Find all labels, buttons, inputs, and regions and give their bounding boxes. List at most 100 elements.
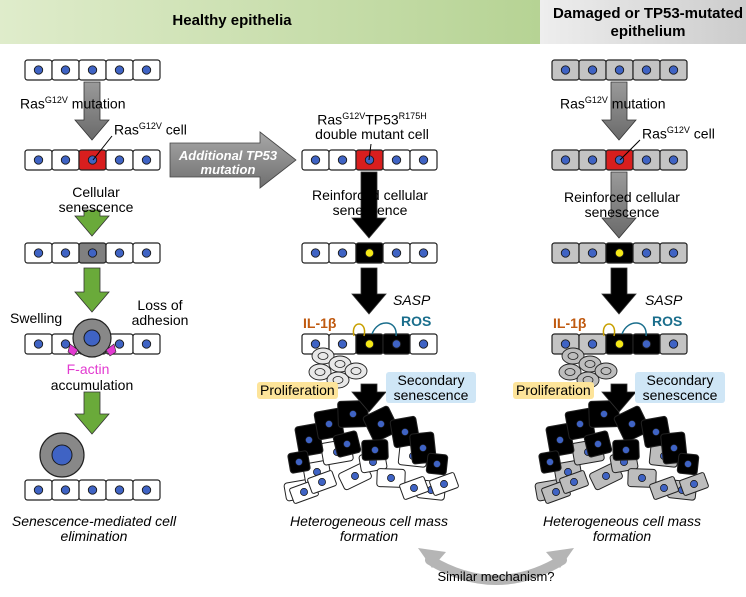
factin-left xyxy=(67,343,79,357)
cell-nucleus xyxy=(337,339,348,349)
right-ras-cell-label: RasG12V cell xyxy=(642,125,715,142)
cell-nucleus xyxy=(114,155,125,165)
cell-nucleus xyxy=(668,155,679,165)
left-row-3 xyxy=(24,242,161,264)
right-scattered-cell-nucleus xyxy=(552,488,560,496)
right-proliferating-cell-nucleus xyxy=(600,367,612,375)
cell-nucleus xyxy=(310,339,321,349)
double-mutant-pointer xyxy=(368,143,372,161)
right-arrow-3 xyxy=(601,267,637,315)
swelling-label: Swelling xyxy=(10,310,63,326)
proliferating-cell-nucleus xyxy=(314,368,326,376)
right-proliferating-cell-nucleus xyxy=(584,360,596,368)
middle-ros-label: ROS xyxy=(401,313,432,329)
mass-cell-nucleus xyxy=(343,440,351,448)
scattered-cell-nucleus xyxy=(410,484,418,492)
cell-nucleus xyxy=(614,248,625,258)
cell-nucleus xyxy=(33,155,44,165)
cell-nucleus xyxy=(641,339,652,349)
cell-nucleus xyxy=(310,248,321,258)
cell-nucleus xyxy=(60,485,71,495)
middle-proliferation-label: Proliferation xyxy=(257,382,338,399)
right-arrow-1 xyxy=(601,81,637,141)
right-il1b-label: IL-1β xyxy=(553,315,587,331)
mass-cell-nucleus xyxy=(556,436,564,444)
left-arrow-2 xyxy=(74,209,110,237)
middle-arrow-1 xyxy=(351,171,387,239)
cell-nucleus xyxy=(587,248,598,258)
mass-cell-nucleus xyxy=(325,420,333,428)
cell-nucleus xyxy=(310,155,321,165)
scattered-cell-nucleus xyxy=(318,478,326,486)
ros-curve xyxy=(371,322,397,337)
additional-tp53-label: Additional TP53 mutation xyxy=(178,148,278,177)
header-band-healthy xyxy=(0,0,540,44)
cell-nucleus xyxy=(60,155,71,165)
mass-cell-nucleus xyxy=(600,410,608,418)
il1b-curve xyxy=(352,323,366,337)
left-arrow-4 xyxy=(74,391,110,435)
right-ros-curve xyxy=(621,322,647,337)
cell-nucleus xyxy=(33,485,44,495)
cellular-senescence-label: Cellular senescence xyxy=(58,184,134,215)
factin-right xyxy=(105,343,117,357)
cell-nucleus xyxy=(33,248,44,258)
mass-cell-nucleus xyxy=(546,458,554,466)
cell-nucleus xyxy=(641,155,652,165)
cell-nucleus xyxy=(641,65,652,75)
cell-nucleus xyxy=(337,248,348,258)
right-scattered-cell-nucleus xyxy=(690,480,698,488)
scattered-cell-nucleus xyxy=(440,480,448,488)
middle-reinforced-label: Reinforced cellular senescence xyxy=(312,187,428,218)
left-arrow-1 xyxy=(74,81,110,141)
middle-cell-mass xyxy=(283,400,449,502)
left-row-5 xyxy=(24,479,161,501)
right-ras-cell-pointer xyxy=(619,139,641,161)
cell-nucleus xyxy=(364,339,375,349)
cell-nucleus xyxy=(587,155,598,165)
mass-cell-nucleus xyxy=(305,436,313,444)
cell-nucleus xyxy=(114,65,125,75)
mass-cell-nucleus xyxy=(433,460,441,468)
cell-nucleus xyxy=(641,248,652,258)
cell-nucleus xyxy=(114,485,125,495)
cell-nucleus xyxy=(587,339,598,349)
similar-arrowhead-right xyxy=(546,548,574,568)
left-ras-mutation-label: RasG12V mutation xyxy=(20,95,126,112)
loss-of-adhesion-label: Loss of adhesion xyxy=(131,297,189,328)
right-reinforced-label: Reinforced cellular senescence xyxy=(564,189,680,220)
left-row-1 xyxy=(24,59,161,81)
mass-cell-nucleus xyxy=(628,420,636,428)
mass-cell-nucleus xyxy=(594,440,602,448)
right-arrow-4 xyxy=(601,383,637,413)
cell-nucleus xyxy=(141,485,152,495)
cell-nucleus xyxy=(418,339,429,349)
cell-nucleus xyxy=(614,65,625,75)
left-caption: Senescence-mediated cell elimination xyxy=(11,513,177,544)
right-row-2 xyxy=(551,149,688,171)
proliferating-cell-nucleus xyxy=(332,376,344,384)
factin-label: F-actin xyxy=(66,361,110,377)
cell-nucleus xyxy=(114,248,125,258)
accumulation-label: accumulation xyxy=(50,377,134,393)
cell-nucleus xyxy=(141,155,152,165)
middle-arrow-3 xyxy=(351,383,387,413)
right-caption: Heterogeneous cell mass formation xyxy=(543,513,701,544)
cell-nucleus xyxy=(560,65,571,75)
right-proliferating-cell-nucleus xyxy=(567,352,579,360)
cell-nucleus xyxy=(614,339,625,349)
cell-nucleus xyxy=(141,339,152,349)
mass-cell-nucleus xyxy=(387,474,395,482)
cell-nucleus xyxy=(391,248,402,258)
arrow-layer xyxy=(74,81,647,585)
cell-nucleus xyxy=(364,248,375,258)
left-arrow-3 xyxy=(74,267,110,313)
cell-nucleus xyxy=(587,65,598,75)
right-ros-label: ROS xyxy=(652,313,683,329)
extruded-cell-nucleus xyxy=(51,444,73,466)
proliferating-cell-nucleus xyxy=(334,360,346,368)
mass-cell-nucleus xyxy=(377,420,385,428)
right-sasp-label: SASP xyxy=(645,292,683,308)
header-band-damaged xyxy=(540,0,746,44)
